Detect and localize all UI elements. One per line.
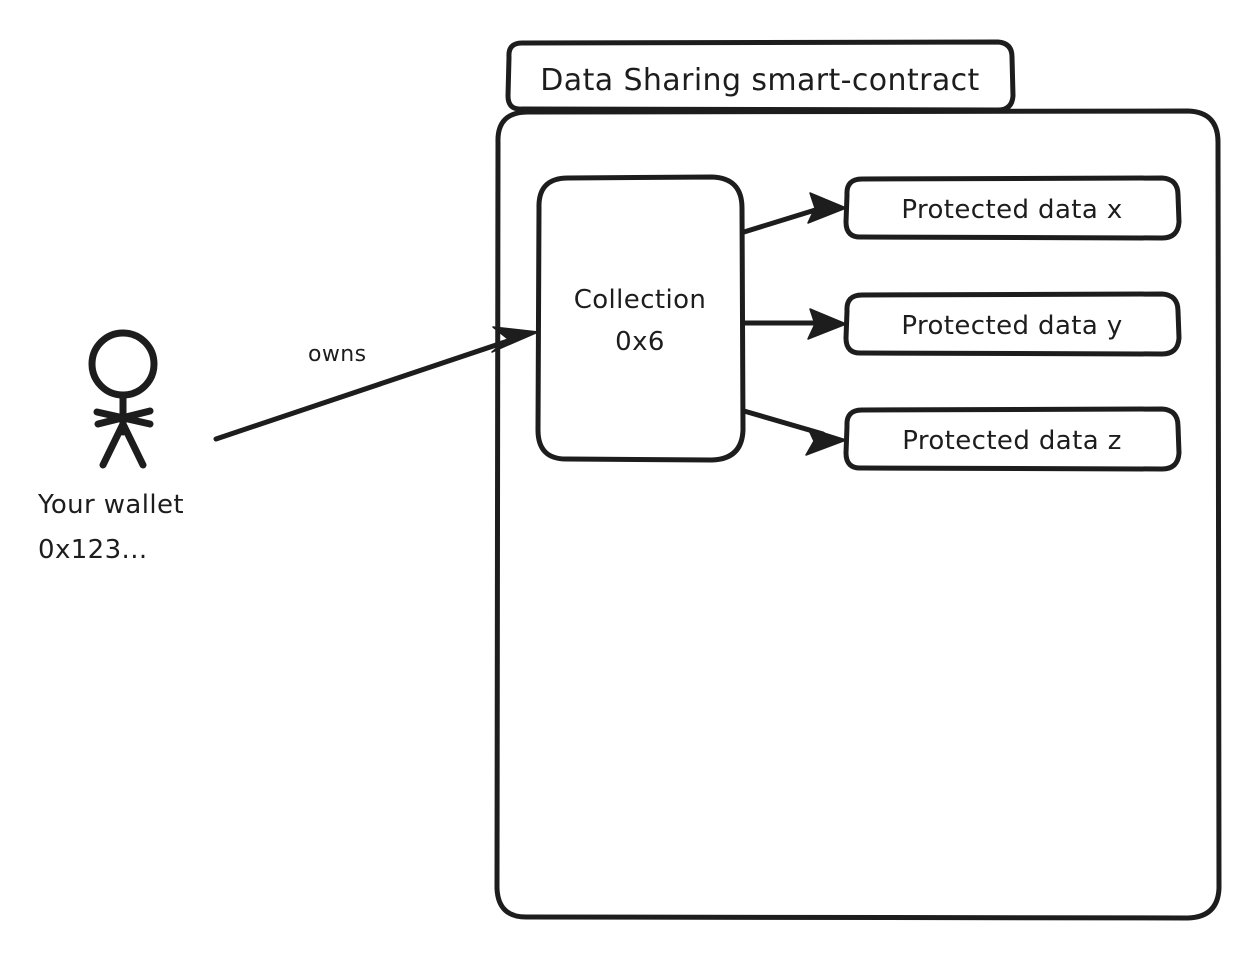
title-box[interactable] xyxy=(505,39,1016,113)
collection-node-label-line2: 0x6 xyxy=(615,327,665,357)
edge-collection-to-protected-data-z xyxy=(741,408,847,456)
wallet-label-line1: Your wallet xyxy=(37,490,184,520)
collection-node-box[interactable] xyxy=(535,174,746,463)
edge-collection-to-protected-data-y xyxy=(741,308,847,340)
protected-data-box-y[interactable] xyxy=(843,291,1182,357)
wallet-label-line2: 0x123... xyxy=(38,535,148,565)
protected-data-x-label: Protected data x xyxy=(901,195,1122,225)
edge-wallet-owns-collection xyxy=(213,326,539,442)
collection-node-label-line1: Collection xyxy=(574,285,707,315)
edge-label-owns: owns xyxy=(308,342,366,367)
protected-data-box-x[interactable] xyxy=(843,175,1182,241)
stick-figure-person-icon xyxy=(88,329,158,469)
protected-data-box-z[interactable] xyxy=(843,406,1182,472)
title-box-label: Data Sharing smart-contract xyxy=(540,63,979,98)
protected-data-y-label: Protected data y xyxy=(901,311,1122,341)
edge-collection-to-protected-data-x xyxy=(741,192,847,235)
protected-data-z-label: Protected data z xyxy=(902,426,1122,456)
